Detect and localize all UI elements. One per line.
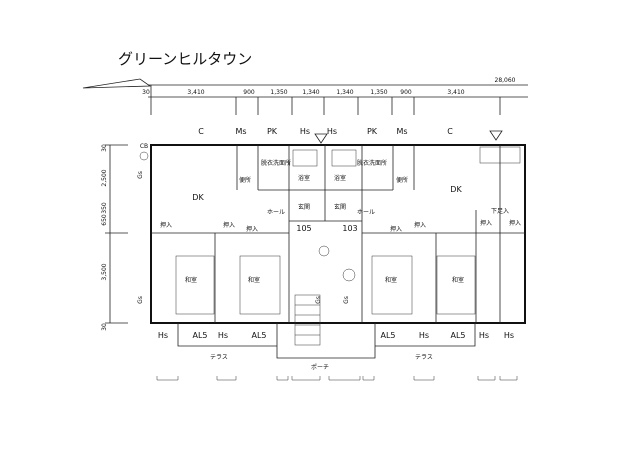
label: DK [450,185,462,194]
label: Ms [396,127,407,136]
label: Hs [504,331,514,340]
label: 650 [101,214,108,226]
label: 押入 [246,225,258,233]
label: Ms [235,127,246,136]
label: 350 [101,202,108,214]
label: 浴室 [298,174,310,182]
label: 押入 [160,221,172,229]
window-codes-top: C Ms PK Hs Hs PK Ms C [198,127,453,136]
label: 3,410 [447,89,464,96]
label: AL5 [380,331,395,340]
label: 1,340 [302,89,319,96]
label: 押入 [480,219,492,227]
label: 1,350 [370,89,387,96]
label: Hs [158,331,168,340]
room-labels: CB DK DK 脱衣洗面所 脱衣洗面所 浴室 浴室 便所 便所 玄関 玄関 ホ… [137,143,521,371]
left-dimensions: 30 2,500 650 350 3,500 30 [101,144,128,331]
label: 1,350 [270,89,287,96]
label: ポーチ [311,363,329,371]
label: AL5 [192,331,207,340]
label: 30 [101,323,108,331]
label: 105 [296,224,311,233]
title: グリーンヒルタウン [118,50,252,68]
north-arrow-icon [82,78,152,89]
label: 900 [400,89,412,96]
label: Gs [137,171,144,179]
label: 和室 [185,276,197,284]
label: 900 [243,89,255,96]
bottom-brackets [156,376,518,381]
label: 押入 [223,221,235,229]
label: Hs [479,331,489,340]
label: Hs [419,331,429,340]
label: Hs [218,331,228,340]
top-dimensions: 28,060 30 3,410 900 1,350 1,340 1,340 1,… [142,77,528,115]
label: 押入 [390,225,402,233]
label: C [447,127,453,136]
pillar-icon [342,268,356,282]
label: 1,340 [336,89,353,96]
label: ホール [267,209,285,216]
meter-icon [139,151,149,161]
label: Hs [300,127,310,136]
light-fixture-icon [318,245,330,257]
building-walls [139,144,526,359]
label: CB [140,143,148,150]
label: C [198,127,204,136]
label: 2,500 [101,169,108,186]
total-width: 28,060 [495,77,516,84]
label: 30 [101,144,108,152]
label: Gs [137,296,144,304]
label: 便所 [396,176,408,184]
entrance-marker-icon [489,130,503,141]
label: 押入 [414,221,426,229]
label: PK [267,127,278,136]
label: Gs [343,296,350,304]
label: テラス [210,354,228,361]
porch-outline [276,323,376,359]
label: PK [367,127,378,136]
label: テラス [415,354,433,361]
label: AL5 [251,331,266,340]
label: 浴室 [334,174,346,182]
label: 和室 [248,276,260,284]
label: 103 [342,224,357,233]
label: 玄関 [334,203,346,211]
entrance-marker-icon [314,133,328,144]
label: 下足入 [491,208,509,215]
label: Hs [327,127,337,136]
label: 和室 [385,276,397,284]
label: AL5 [450,331,465,340]
label: 和室 [452,276,464,284]
staircase [294,294,321,346]
label: ホール [357,209,375,216]
label: 便所 [239,176,251,184]
label: 30 [142,89,150,96]
label: 脱衣洗面所 [261,159,291,167]
label: 押入 [509,219,521,227]
label: 3,500 [101,263,108,280]
label: 玄関 [298,203,310,211]
window-codes-bottom: Hs AL5 Hs AL5 AL5 Hs AL5 Hs Hs [158,331,514,340]
label: Gs [315,296,322,304]
label: DK [192,193,204,202]
label: 脱衣洗面所 [357,159,387,167]
label: 3,410 [187,89,204,96]
